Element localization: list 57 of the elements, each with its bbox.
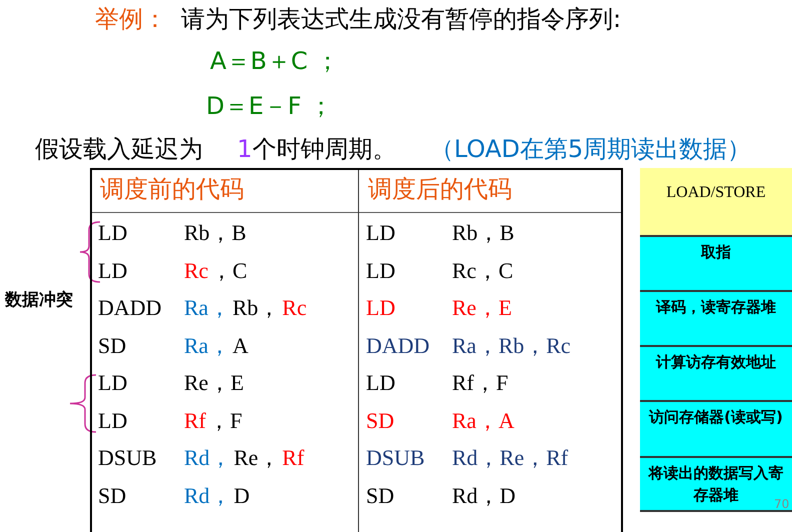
operand-text: Rc，C (452, 258, 514, 284)
operand-text: Rd， (184, 482, 232, 508)
operand-text: ，F (208, 408, 242, 434)
operand-text: Rd，D (452, 482, 516, 508)
opcode-text: LD (98, 408, 128, 434)
opcode-text: LD (98, 220, 128, 246)
note-text: （LOAD在第5周期读出数据） (430, 134, 752, 164)
operand-text: Rf (282, 445, 304, 471)
opcode-text: LD (366, 370, 396, 396)
column-header: 调度后的代码 (368, 174, 512, 204)
operand-text: Ra，A (452, 408, 514, 434)
operand-text: Ra， (184, 332, 230, 358)
pipeline-stage-box: 访问存储器(读或写) (640, 402, 792, 458)
operand-text: Rc (282, 295, 307, 321)
opcode-text: DSUB (98, 445, 157, 471)
opcode-text: DADD (98, 295, 162, 321)
operand-text: Rb，B (452, 220, 514, 246)
opcode-text: SD (366, 408, 394, 434)
opcode-text: LD (366, 295, 396, 321)
pipeline-stage-box: 计算访存有效地址 (640, 347, 792, 402)
opcode-text: LD (98, 258, 128, 284)
annotation-text: 数据冲突 (5, 289, 73, 311)
assumption-text: 假设载入延迟为 (35, 134, 203, 164)
operand-text: Rb，B (184, 220, 246, 246)
stage-header-box: LOAD/STORE (640, 168, 792, 237)
operand-text: A (232, 332, 248, 358)
page-number: 70 (774, 497, 790, 511)
column-header: 调度前的代码 (100, 174, 244, 204)
opcode-text: DADD (366, 332, 430, 358)
operand-text: Rf (184, 408, 206, 434)
opcode-text: LD (366, 258, 396, 284)
operand-text: Rc (184, 258, 208, 284)
example-label: 举例： (95, 4, 167, 34)
opcode-text: SD (98, 332, 126, 358)
opcode-text: LD (98, 370, 128, 396)
expression-text: D＝E－F ； (206, 91, 334, 121)
opcode-text: SD (366, 482, 394, 508)
operand-text: ，C (210, 258, 248, 284)
opcode-text: DSUB (366, 445, 425, 471)
expression-text: A＝B＋C ； (210, 46, 340, 76)
opcode-text: SD (98, 482, 126, 508)
opcode-text: LD (366, 220, 396, 246)
operand-text: Ra， (184, 295, 230, 321)
operand-text: Rd， (184, 445, 232, 471)
operand-text: Rf，F (452, 370, 508, 396)
pipeline-stage-box: 译码，读寄存器堆 (640, 292, 792, 347)
operand-text: Re，E (184, 370, 244, 396)
operand-text: D (234, 482, 250, 508)
operand-text: Rb， (232, 295, 280, 321)
number-text: 1 (237, 134, 252, 164)
instruction-text: 请为下列表达式生成没有暂停的指令序列: (181, 4, 622, 34)
operand-text: Ra，Rb，Rc (452, 332, 571, 358)
operand-text: Rd，Re，Rf (452, 445, 568, 471)
assumption-text: 个时钟周期。 (252, 134, 396, 164)
operand-text: Re， (234, 445, 280, 471)
pipeline-stage-box: 取指 (640, 237, 792, 292)
operand-text: Re，E (452, 295, 512, 321)
